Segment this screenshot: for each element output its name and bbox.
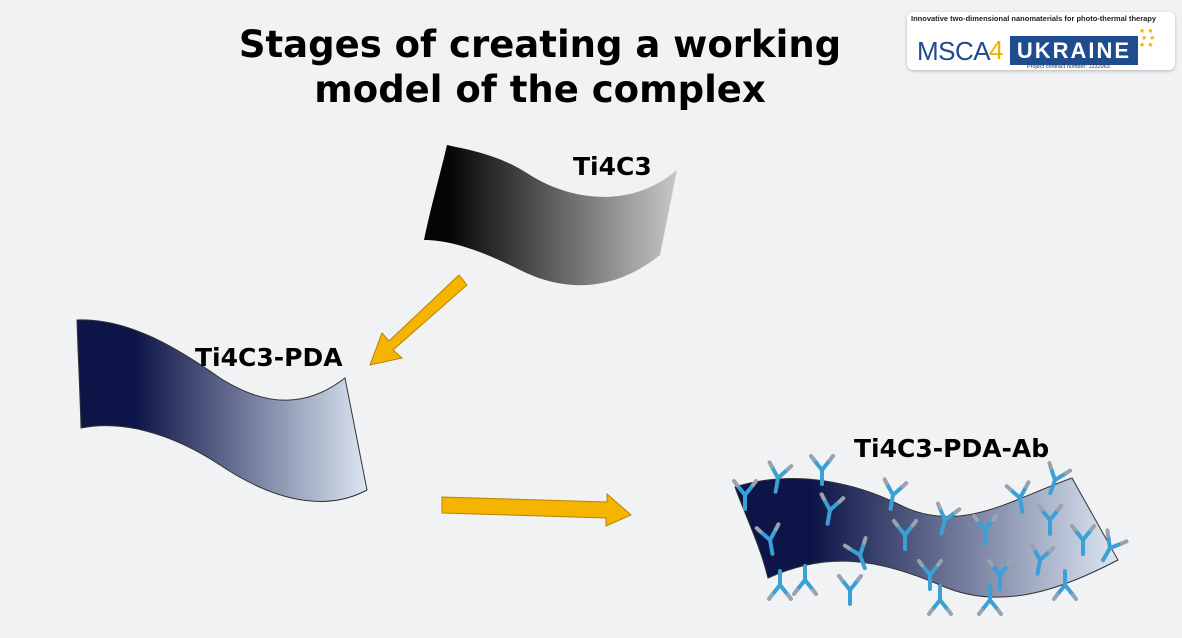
label-ti4c3: Ti4C3	[573, 152, 652, 181]
logo-tagline: Innovative two-dimensional nanomaterials…	[911, 14, 1157, 23]
logo-four-text: 4	[989, 35, 1004, 65]
antibody-icon	[927, 584, 953, 616]
logo-msca-text: MSCA	[917, 36, 991, 66]
ti4c3-sheet	[424, 145, 677, 286]
antibody-icon	[792, 564, 818, 596]
arrow-stage1-to-stage2	[369, 274, 468, 366]
logo-stars-icon: ★ ★ ★ ★★ ★	[1139, 28, 1156, 49]
antibody-icon	[837, 574, 863, 606]
label-ti4c3-pda-ab: Ti4C3-PDA-Ab	[854, 434, 1050, 463]
ti4c3-pda-ab-sheet	[734, 477, 1119, 598]
slide-title-line-1: Stages of creating a working	[238, 23, 842, 66]
logo-ukraine-text: UKRAINE	[1010, 36, 1138, 65]
ti4c3-pda-sheet	[76, 319, 368, 502]
msca4ukraine-logo: Innovative two-dimensional nanomaterials…	[907, 12, 1175, 70]
logo-contract-number: Project contract number: 1232963	[1027, 64, 1110, 70]
label-ti4c3-pda: Ti4C3-PDA	[195, 343, 343, 372]
arrow-stage2-to-stage3	[441, 492, 632, 527]
slide-title-line-2: model of the complex	[314, 68, 766, 111]
slide-title: Stages of creating a working model of th…	[200, 22, 880, 112]
